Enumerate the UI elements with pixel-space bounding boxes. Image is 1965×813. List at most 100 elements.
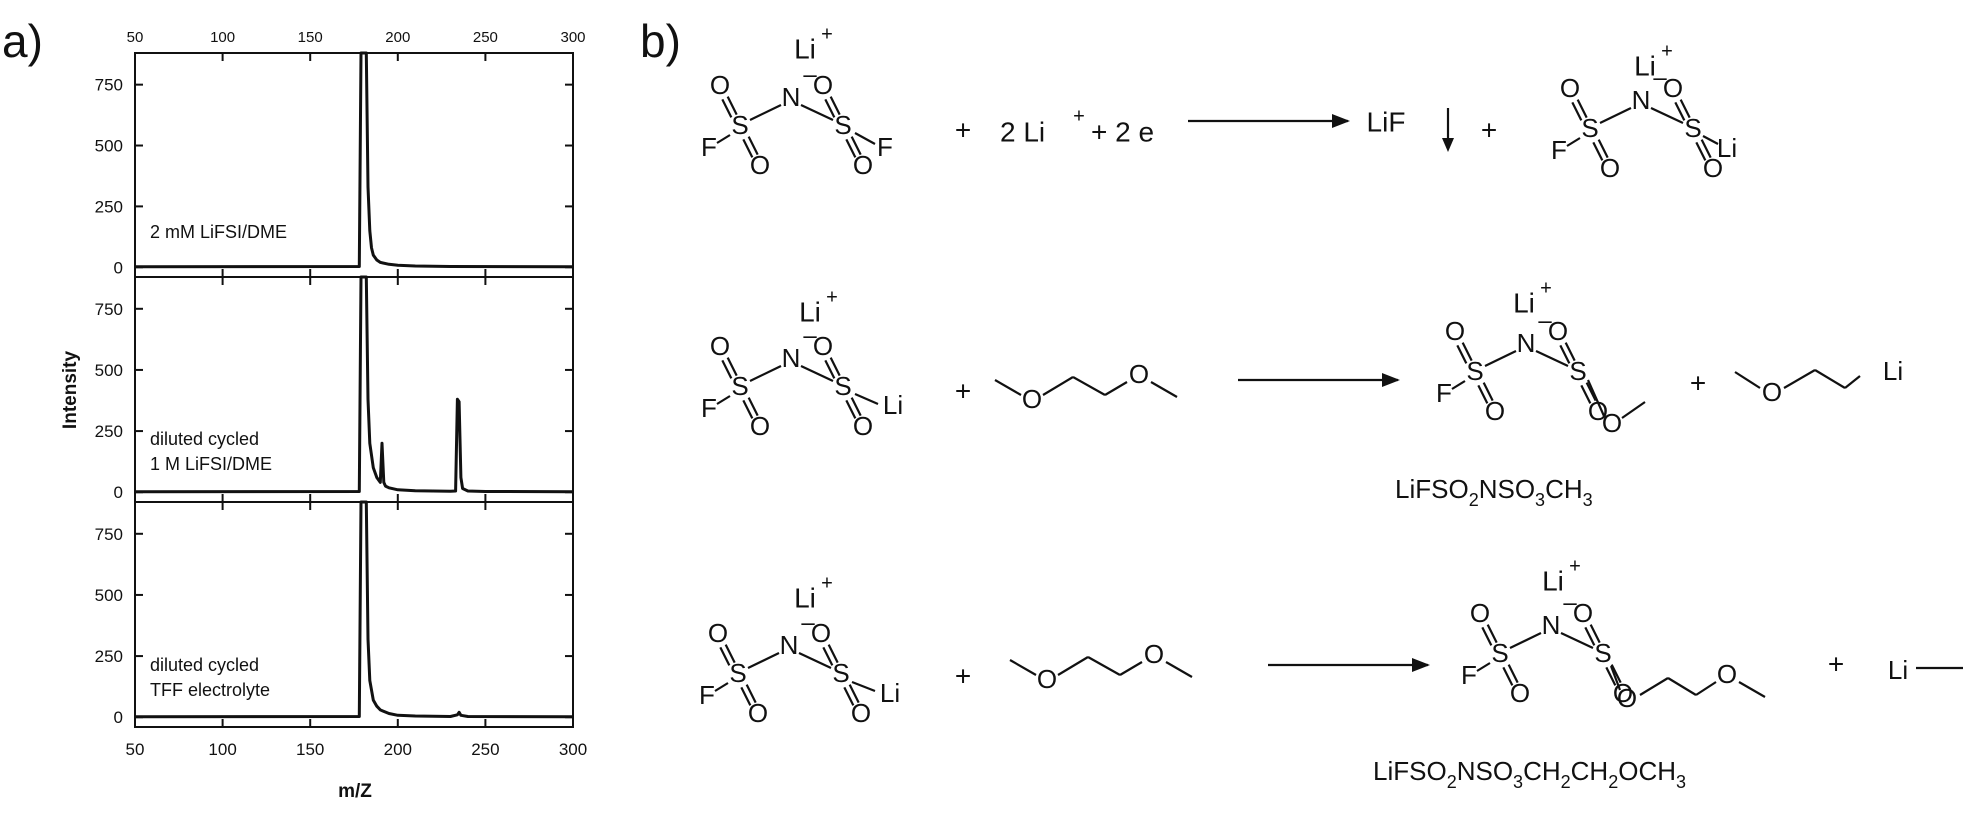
double-bond	[721, 359, 733, 379]
bond	[854, 132, 876, 145]
atom-o: O	[710, 331, 730, 361]
atom-s: S	[1466, 356, 1483, 386]
plus-sign: +	[1828, 648, 1844, 679]
bond	[714, 682, 729, 692]
atom-o: O	[750, 150, 770, 180]
double-bond	[1486, 624, 1498, 644]
double-bond	[1674, 101, 1686, 121]
double-bond	[1700, 139, 1712, 159]
product-formula: LiFSO2NSO3CH3	[1395, 474, 1593, 510]
x-axis-label: m/Z	[338, 781, 372, 802]
x-tick-label: 250	[471, 740, 499, 759]
bond	[1599, 107, 1632, 124]
atom-s: S	[834, 371, 851, 401]
arrow-head	[1382, 373, 1400, 387]
bond	[1783, 369, 1816, 389]
bond	[1566, 137, 1581, 147]
subplot-annotation: 2 mM LiFSI/DME	[150, 222, 287, 242]
double-bond	[1679, 99, 1691, 119]
atom-o: O	[1037, 664, 1057, 694]
atom-o: O	[811, 618, 831, 648]
atom-o: O	[1588, 396, 1608, 426]
bond	[749, 365, 782, 382]
product-formula: LiFSO2NSO3CH2CH2OCH3	[1373, 756, 1686, 792]
bond	[1165, 661, 1193, 678]
atom-f: F	[1461, 660, 1477, 690]
bond	[851, 680, 876, 693]
atom-o: O	[1470, 598, 1490, 628]
x-tick-label: 50	[126, 740, 145, 759]
bond	[1560, 632, 1594, 649]
bond	[800, 104, 834, 121]
y-tick-label: 250	[95, 197, 123, 216]
double-bond	[1610, 664, 1622, 684]
atom-f: F	[1551, 135, 1567, 165]
double-bond	[1695, 141, 1707, 161]
precipitate-arrow-head	[1442, 138, 1454, 152]
double-bond	[719, 646, 731, 666]
atom-o: O	[710, 70, 730, 100]
bond	[1586, 379, 1606, 417]
y-tick-label: 0	[114, 258, 123, 277]
bond	[854, 392, 879, 406]
double-bond	[850, 397, 862, 417]
atom-o: O	[1510, 678, 1530, 708]
atom-o: O	[1548, 316, 1568, 346]
double-bond	[1592, 141, 1604, 161]
plus-sign: +	[1690, 367, 1706, 398]
double-bond	[827, 644, 839, 664]
bond	[1042, 376, 1074, 396]
bond	[1476, 662, 1491, 672]
double-bond	[824, 98, 836, 118]
bond	[1702, 135, 1719, 145]
atom-li: Li	[1717, 133, 1737, 163]
atom-li: Li	[880, 678, 900, 708]
double-bond	[1589, 624, 1601, 644]
double-bond	[1605, 666, 1617, 686]
atom-f: F	[701, 132, 717, 162]
atom-o: O	[853, 150, 873, 180]
top-x-tick-label: 300	[560, 29, 585, 46]
y-tick-label: 250	[95, 647, 123, 666]
atom-s: S	[1684, 113, 1701, 143]
charge-minus: –	[1563, 589, 1577, 616]
atom-o: O	[1022, 384, 1042, 414]
bond	[800, 365, 834, 382]
subplot-annotation: 1 M LiFSI/DME	[150, 454, 272, 474]
bond	[1484, 350, 1517, 367]
spectrum-line	[134, 51, 574, 269]
double-bond	[747, 397, 759, 417]
atom-o: O	[1560, 73, 1580, 103]
y-tick-label: 750	[95, 525, 123, 544]
atom-f: F	[699, 680, 715, 710]
plus-sign: +	[1481, 114, 1497, 145]
arrow-head	[1332, 114, 1350, 128]
double-bond	[1481, 626, 1493, 646]
atom-s: S	[729, 658, 746, 688]
double-bond	[848, 684, 860, 704]
top-x-tick-label: 250	[473, 29, 498, 46]
bond	[1535, 350, 1569, 367]
charge-minus: –	[803, 61, 817, 88]
plus-sign: +	[955, 114, 971, 145]
atom-n: N	[1542, 610, 1561, 640]
atom-s: S	[1569, 356, 1586, 386]
x-tick-label: 200	[384, 740, 412, 759]
bond	[1451, 380, 1466, 390]
double-bond	[1584, 626, 1596, 646]
panel-label-b: b)	[640, 15, 681, 67]
atom-o: O	[1762, 377, 1782, 407]
li-cation: Li	[1542, 565, 1564, 596]
bond	[1087, 656, 1121, 676]
double-bond	[822, 646, 834, 666]
bond	[716, 395, 731, 405]
double-bond	[829, 357, 841, 377]
double-bond	[1576, 99, 1588, 119]
double-bond	[1580, 384, 1592, 404]
subplot-annotation: diluted cycled	[150, 655, 259, 675]
li-cation: Li	[799, 296, 821, 327]
subplot-frame	[134, 501, 574, 728]
double-bond	[1585, 382, 1597, 402]
